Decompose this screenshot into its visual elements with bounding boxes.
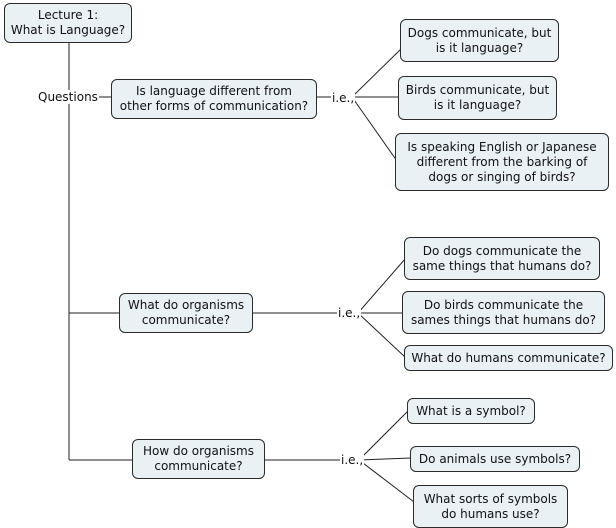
questions-link-label: Questions xyxy=(37,90,99,104)
title-node: Lecture 1: What is Language? xyxy=(4,3,132,43)
answer-node-birds-same-things: Do birds communicate the sames things th… xyxy=(402,291,605,334)
ie-label-q3: i.e., xyxy=(340,453,365,467)
answer-node-humans-symbols: What sorts of symbols do humans use? xyxy=(413,485,568,528)
answer-node-what-is-symbol: What is a symbol? xyxy=(407,398,535,424)
answer-node-animals-symbols: Do animals use symbols? xyxy=(410,446,580,472)
question-node-language-different: Is language different from other forms o… xyxy=(111,79,317,119)
ie-label-q1: i.e., xyxy=(331,91,356,105)
ie-label-q2: i.e., xyxy=(337,306,362,320)
question-node-what-communicate: What do organisms communicate? xyxy=(119,293,253,333)
question-node-how-communicate: How do organisms communicate? xyxy=(132,439,265,479)
answer-node-humans-communicate: What do humans communicate? xyxy=(404,345,613,371)
answer-node-dogs-language: Dogs communicate, but is it language? xyxy=(400,19,559,62)
answer-node-english-japanese: Is speaking English or Japanese differen… xyxy=(395,133,609,191)
answer-node-dogs-same-things: Do dogs communicate the same things that… xyxy=(404,237,600,280)
answer-node-birds-language: Birds communicate, but is it language? xyxy=(398,76,557,120)
